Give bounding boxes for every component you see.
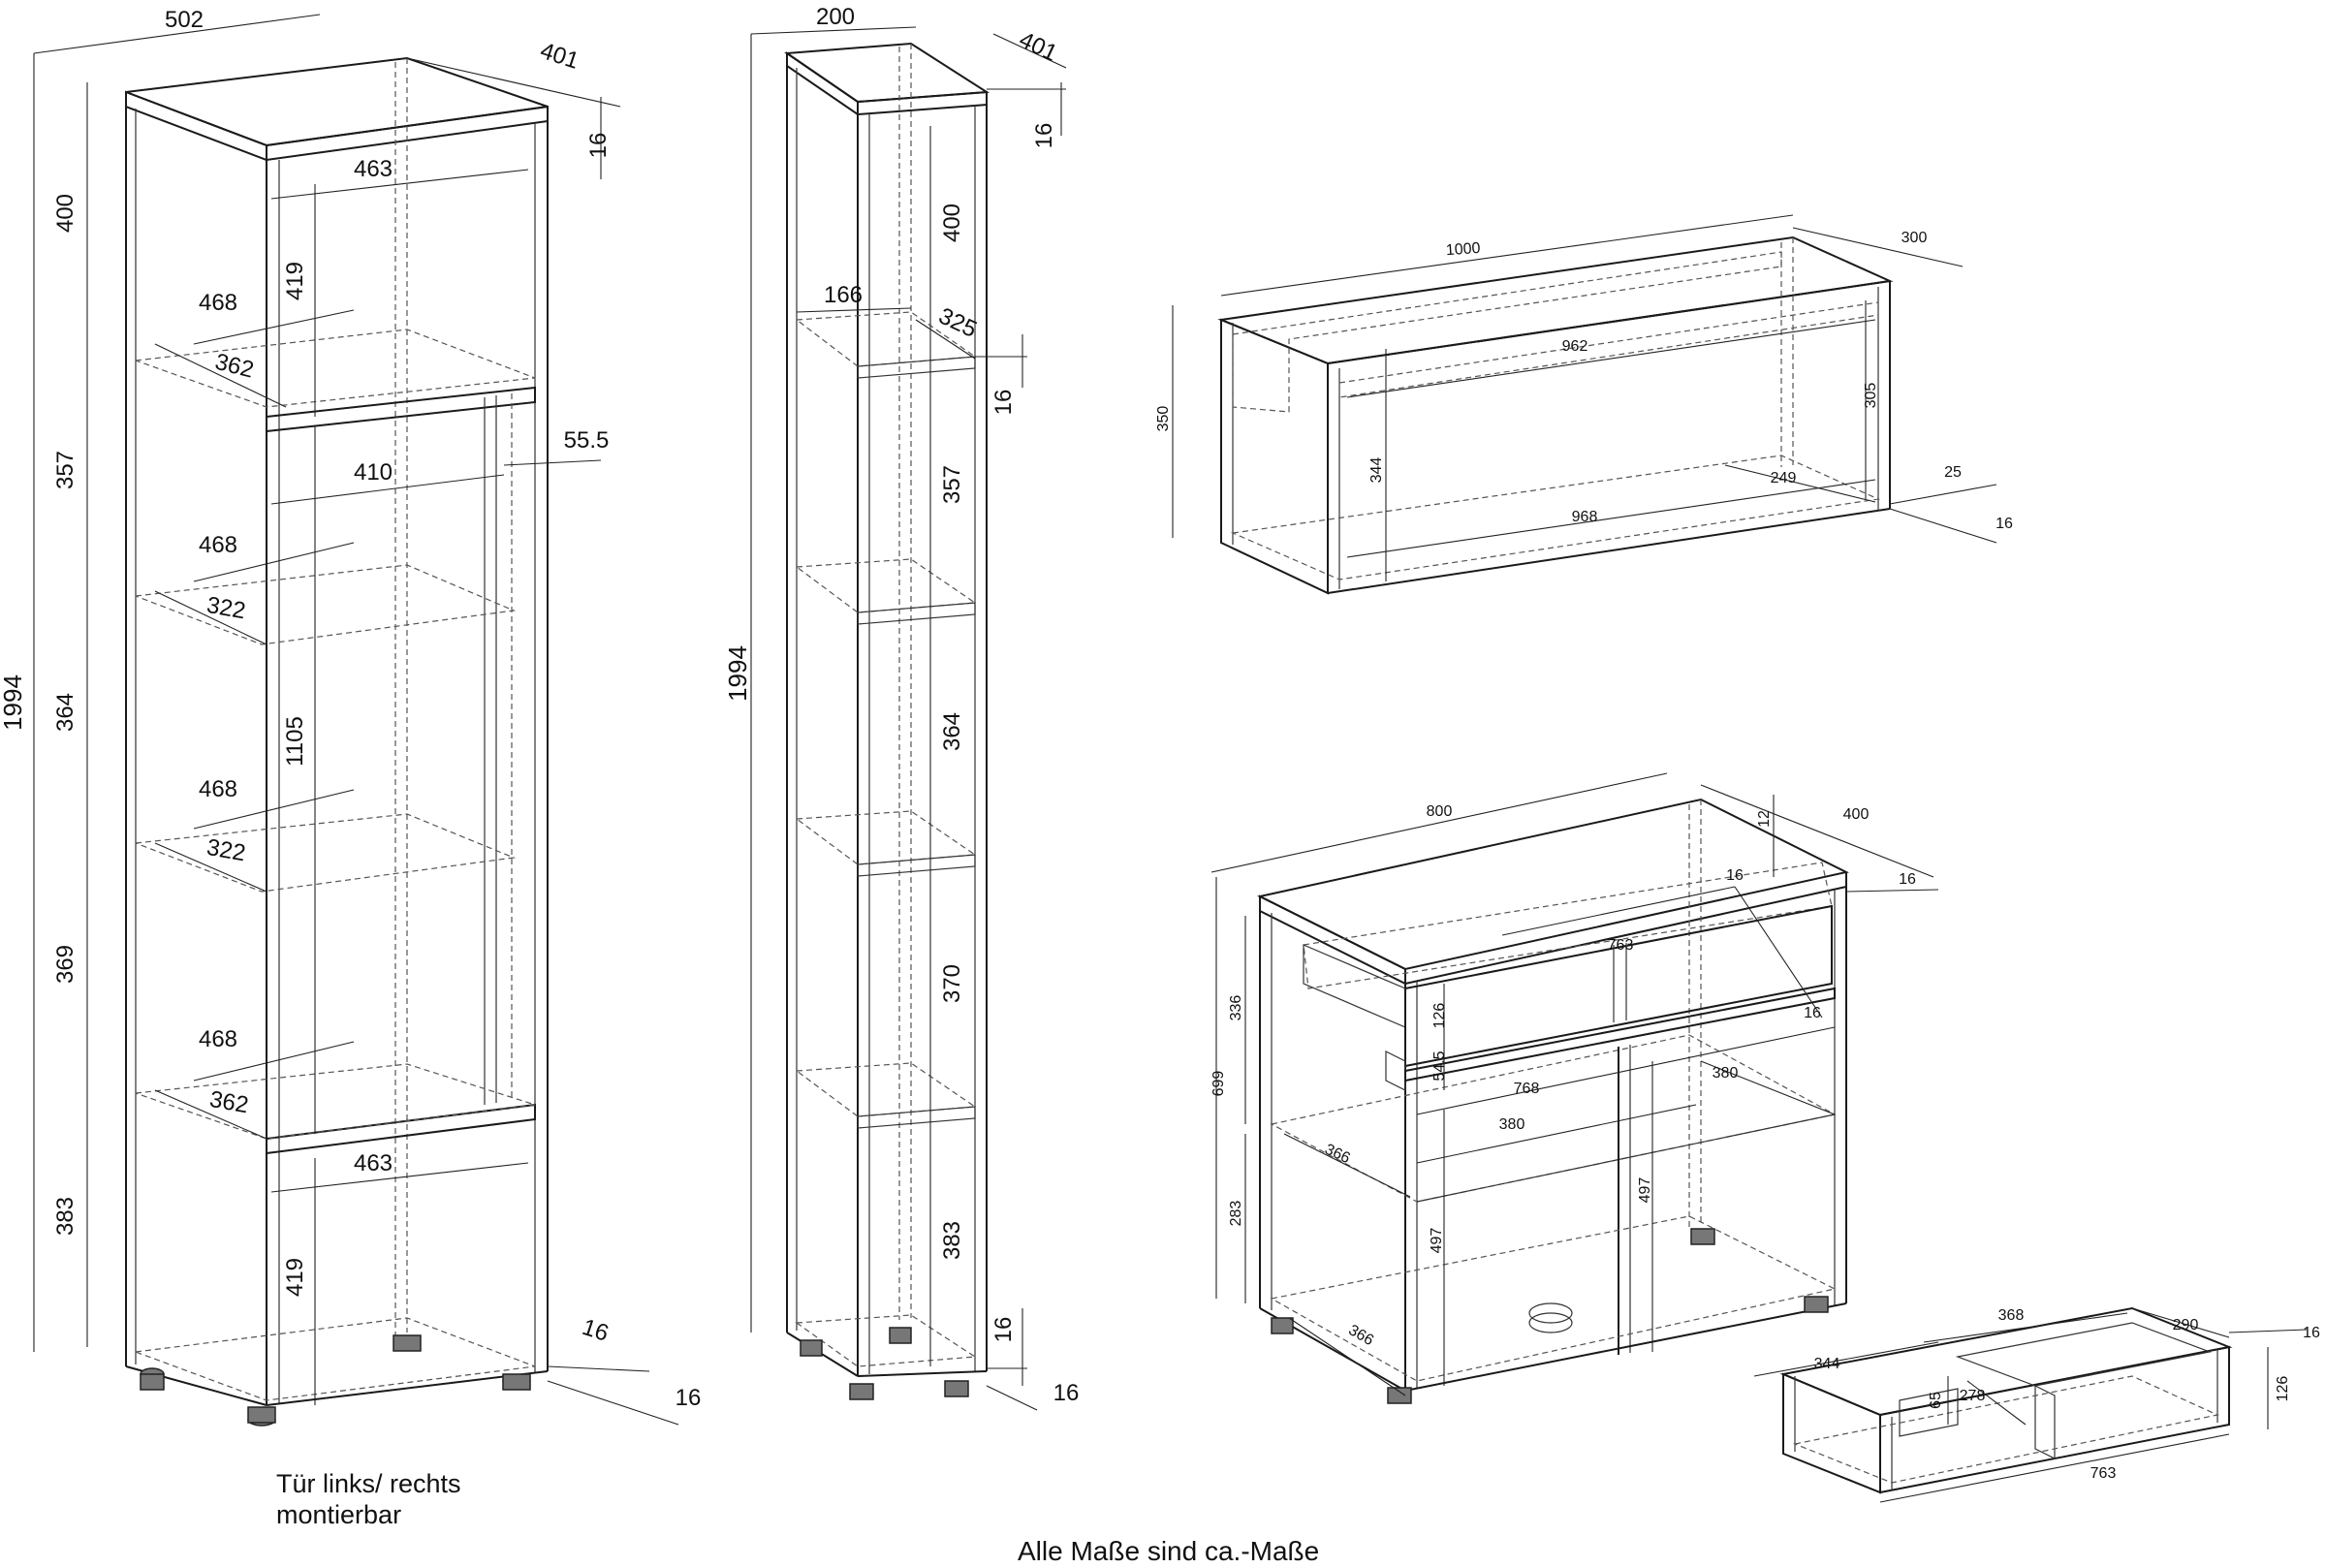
sideboard-width-label: 800 <box>1427 803 1453 820</box>
drawer-compartment-right-label: 368 <box>1998 1307 2025 1324</box>
sideboard-inner-width-label: 768 <box>1514 1081 1540 1097</box>
tall-shelf-width-1-label: 468 <box>199 290 237 316</box>
drawer-height-label: 126 <box>2275 1376 2291 1402</box>
narrow-shelf-thickness-label: 16 <box>990 390 1017 416</box>
wall-depth-label: 300 <box>1902 230 1928 246</box>
wall-inner-height-left-label: 344 <box>1368 457 1385 484</box>
tall-shelf-width-3-label: 468 <box>199 776 237 802</box>
tall-cabinet-labels: 502 401 16 1994 463 419 400 468 362 357 … <box>0 7 701 1411</box>
sideboard-top-thickness-label: 12 <box>1756 810 1773 828</box>
sideboard-labels: 800 12 400 16 699 336 283 16 763 16 126 … <box>1210 803 1916 1349</box>
sideboard-depth-label: 400 <box>1843 806 1870 823</box>
sideboard-drawer-gap-label: 54.5 <box>1431 1051 1448 1081</box>
sideboard-shelf-depth-right-label: 380 <box>1713 1065 1739 1082</box>
narrow-top-thickness-label: 16 <box>1031 123 1057 149</box>
door-mounting-note-line-1: Tür links/ rechts <box>276 1469 461 1498</box>
tall-bottom-thickness-label: 16 <box>579 1314 612 1347</box>
tall-shelf-width-4-label: 468 <box>199 1026 237 1052</box>
tall-shelf-depth-1-label: 362 <box>212 349 256 384</box>
drawer-thickness-label: 16 <box>2303 1325 2320 1341</box>
sideboard-door-height-left-label: 497 <box>1429 1228 1445 1254</box>
tall-shelf-depth-2-label: 322 <box>204 592 247 625</box>
wall-rear-offset-label: 25 <box>1944 464 1962 481</box>
narrow-seg3-label: 364 <box>939 712 965 751</box>
tall-depth-label: 401 <box>537 38 582 75</box>
narrow-seg1-label: 400 <box>939 204 965 242</box>
drawer-box-labels: 368 290 16 344 65 278 126 763 <box>1814 1307 2320 1482</box>
wall-cabinet-labels: 1000 300 350 962 305 344 249 968 25 16 <box>1155 230 2013 532</box>
sideboard-drawer-side-label: 16 <box>1726 867 1744 884</box>
narrow-width-label: 200 <box>816 4 855 30</box>
narrow-seg4-label: 370 <box>939 964 965 1003</box>
drawer-inner-depth-label: 278 <box>1960 1388 1986 1404</box>
narrow-height-label: 1994 <box>723 645 752 702</box>
tall-seg3-label: 364 <box>52 693 79 732</box>
sideboard-lower-height-label: 283 <box>1228 1201 1244 1227</box>
drawer-inner-height-label: 65 <box>1928 1392 1944 1409</box>
tall-inner-width-top-label: 463 <box>354 156 393 182</box>
drawer-total-width-label: 763 <box>2090 1465 2117 1482</box>
tall-glass-height-label: 1105 <box>282 716 308 767</box>
wall-inner-depth-label: 249 <box>1771 470 1797 486</box>
sideboard-drawer-side-2-label: 16 <box>1804 1005 1821 1021</box>
door-mounting-note: Tür links/ rechts montierbar <box>276 1468 461 1530</box>
tall-shelf-depth-4-label: 362 <box>207 1086 250 1119</box>
tall-seg1-label: 400 <box>52 194 79 233</box>
narrow-plinth-thickness-label: 16 <box>1053 1380 1080 1406</box>
drawer-compartment-left-label: 344 <box>1814 1356 1840 1372</box>
sideboard-door-height-right-label: 497 <box>1637 1177 1653 1204</box>
drawer-box-drawing <box>1753 1306 2308 1503</box>
tall-door-height-top-label: 419 <box>282 262 308 300</box>
narrow-shelf-drawing <box>750 26 1067 1411</box>
drawer-depth-label: 290 <box>2173 1317 2199 1333</box>
door-mounting-note-line-2: montierbar <box>276 1500 402 1529</box>
narrow-inner-width-label: 166 <box>824 282 863 308</box>
tall-seg5-label: 383 <box>52 1197 79 1236</box>
wall-inner-width-top-label: 962 <box>1562 338 1588 355</box>
narrow-depth-label: 401 <box>1015 27 1061 67</box>
narrow-seg2-label: 357 <box>939 465 965 504</box>
tall-door-height-bottom-label: 419 <box>282 1258 308 1297</box>
sideboard-drawer-front-height-label: 126 <box>1431 1003 1448 1029</box>
sideboard-upper-height-label: 336 <box>1228 995 1244 1021</box>
wall-cabinet-drawing <box>1172 214 1997 595</box>
tall-shelf-depth-3-label: 322 <box>204 834 247 867</box>
tall-inner-width-glass-label: 410 <box>354 459 393 486</box>
narrow-seg5-label: 383 <box>939 1221 965 1260</box>
tall-height-label: 1994 <box>0 674 27 731</box>
sideboard-side-thickness-label: 16 <box>1899 871 1916 888</box>
wall-inner-height-right-label: 305 <box>1863 383 1879 409</box>
sideboard-height-label: 699 <box>1210 1071 1227 1097</box>
wall-width-label: 1000 <box>1445 240 1481 259</box>
sideboard-bottom-depth-label: 366 <box>1345 1322 1376 1349</box>
footer-note: Alle Maße sind ca.-Maße <box>1018 1536 1320 1566</box>
wall-height-label: 350 <box>1155 406 1172 432</box>
tall-shelf-width-2-label: 468 <box>199 532 237 558</box>
tall-inner-width-bottom-label: 463 <box>354 1150 393 1176</box>
tall-top-thickness-label: 16 <box>585 133 612 159</box>
tall-width-label: 502 <box>165 7 204 33</box>
tall-cabinet-drawing <box>33 14 679 1427</box>
wall-inner-width-bottom-label: 968 <box>1572 509 1598 525</box>
tall-door-gap-label: 55.5 <box>564 427 610 454</box>
narrow-shelf-labels: 200 401 16 1994 166 325 400 16 357 364 3… <box>723 4 1079 1406</box>
sideboard-drawer-width-label: 763 <box>1608 937 1634 954</box>
sideboard-shelf-width-label: 380 <box>1499 1116 1525 1133</box>
wall-side-thickness-label: 16 <box>1996 516 2013 532</box>
tall-plinth-thickness-label: 16 <box>676 1385 702 1411</box>
sideboard-drawing <box>1210 772 1939 1404</box>
sideboard-shelf-depth-left-label: 366 <box>1322 1142 1352 1168</box>
tall-seg2-label: 357 <box>52 451 79 489</box>
tall-seg4-label: 369 <box>52 945 79 984</box>
narrow-bottom-thickness-label: 16 <box>990 1317 1017 1343</box>
